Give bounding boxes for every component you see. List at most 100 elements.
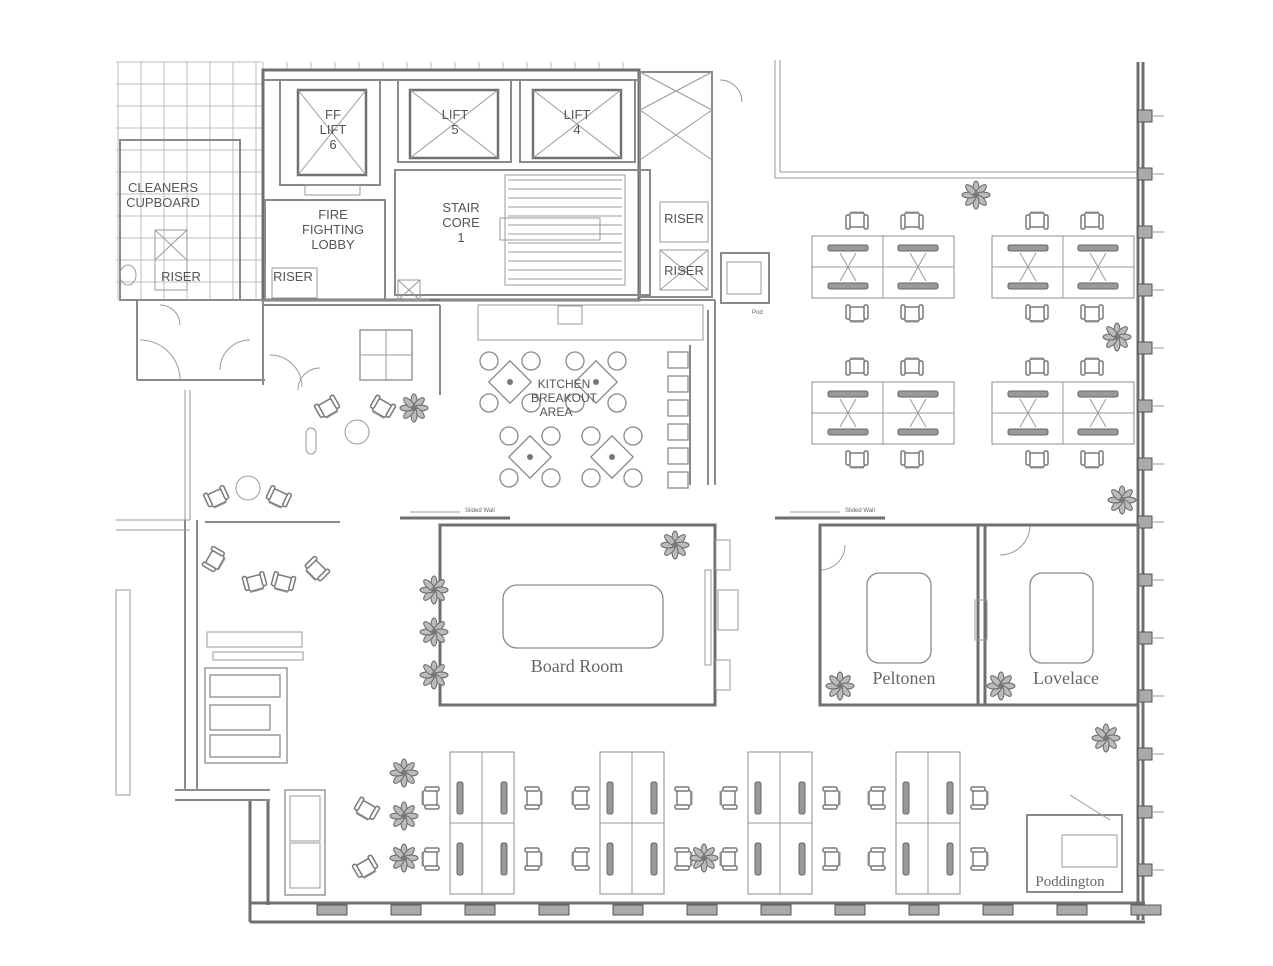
- column-icon: [1137, 515, 1164, 529]
- office-chair-icon: [1025, 357, 1049, 376]
- outer-walls: [115, 60, 1145, 924]
- plant-icon: [825, 671, 855, 701]
- column-icon: [686, 904, 718, 916]
- office-chair-icon: [421, 786, 440, 810]
- office-chair-icon: [1080, 450, 1104, 469]
- office-chair-icon: [351, 854, 379, 879]
- column-icon: [1137, 863, 1164, 877]
- desk-bank: [571, 751, 693, 895]
- plant-icon: [660, 530, 690, 560]
- office-chair-icon: [270, 571, 297, 594]
- kitchen-breakout: [359, 304, 704, 489]
- office-chair-icon: [970, 786, 989, 810]
- column-icon: [1137, 109, 1164, 123]
- office-chair-icon: [524, 847, 543, 871]
- lovelace-label: Lovelace: [1033, 668, 1099, 688]
- office-chair-icon: [845, 450, 869, 469]
- desk-cluster: [811, 211, 955, 323]
- plant-icon: [419, 660, 449, 690]
- plant-icon: [389, 843, 419, 873]
- cafe-table: [479, 351, 541, 413]
- office-chair-icon: [313, 394, 341, 419]
- office-chair-icon: [1025, 211, 1049, 230]
- cafe-table: [581, 426, 643, 488]
- office-chair-icon: [900, 211, 924, 230]
- column-icon: [982, 904, 1014, 916]
- column-icon: [1137, 225, 1164, 239]
- column-icon: [908, 904, 940, 916]
- cafe-table: [565, 351, 627, 413]
- office-chair-icon: [1025, 450, 1049, 469]
- desk-cluster: [811, 357, 955, 469]
- office-chair-icon: [845, 211, 869, 230]
- column-icon: [1056, 904, 1088, 916]
- plant-icon: [389, 758, 419, 788]
- office-chair-icon: [241, 571, 268, 594]
- riser-label-lobby: RISER: [273, 269, 313, 284]
- office-chair-icon: [369, 394, 397, 419]
- column-icon: [464, 904, 496, 916]
- office-chair-icon: [900, 357, 924, 376]
- plant-icon: [1091, 723, 1121, 753]
- plant-icon: [389, 801, 419, 831]
- office-chair-icon: [719, 786, 738, 810]
- plant-icon: [1102, 322, 1132, 352]
- lounge: [204, 419, 370, 896]
- riser-label-lower: RISER: [664, 263, 704, 278]
- doors: [139, 79, 1031, 571]
- office-chair-icon: [822, 786, 841, 810]
- office-chair-icon: [265, 484, 293, 509]
- column-icon: [1137, 399, 1164, 413]
- column-icon: [1137, 573, 1164, 587]
- svg-text:Slided Wall: Slided Wall: [465, 508, 495, 514]
- column-icon: [1137, 167, 1164, 181]
- peltonen-label: Peltonen: [873, 668, 936, 688]
- column-icon: [834, 904, 866, 916]
- office-chair-icon: [822, 847, 841, 871]
- slided-walls: Slided Wall Slided Wall: [400, 508, 885, 520]
- office-chair-icon: [304, 555, 331, 582]
- ff-lift-6: [296, 88, 368, 177]
- office-chair-icon: [202, 484, 230, 509]
- column-icon: [760, 904, 792, 916]
- riser-label-cleaners: RISER: [161, 269, 201, 284]
- office-chair-icon: [674, 847, 693, 871]
- plant-icon: [399, 393, 429, 423]
- plant-icon: [419, 575, 449, 605]
- office-chair-icon: [900, 450, 924, 469]
- column-icon: [1137, 689, 1164, 703]
- pod: [720, 252, 770, 304]
- desk-cluster: [991, 211, 1135, 323]
- office-chair-icon: [571, 847, 590, 871]
- office-chair-icon: [1080, 211, 1104, 230]
- cafe-table: [499, 426, 561, 488]
- lift-4: [531, 88, 623, 160]
- column-icon: [316, 904, 348, 916]
- office-chair-icon: [845, 357, 869, 376]
- office-chair-icon: [845, 304, 869, 323]
- office-chair-icon: [421, 847, 440, 871]
- svg-text:Slided Wall: Slided Wall: [845, 508, 875, 514]
- board-room-label: Board Room: [531, 656, 624, 676]
- plant-icon: [986, 671, 1016, 701]
- board-room: Board Room: [438, 523, 739, 707]
- office-chair-icon: [1025, 304, 1049, 323]
- plant-icon: [1107, 485, 1137, 515]
- column-icon: [1137, 457, 1164, 471]
- lift-core: [261, 68, 713, 302]
- column-icon: [538, 904, 570, 916]
- riser-label-upper: RISER: [664, 211, 704, 226]
- desk-cluster: [991, 357, 1135, 469]
- office-chair-icon: [1080, 357, 1104, 376]
- office-chair-icon: [353, 796, 381, 821]
- office-chair-icon: [674, 786, 693, 810]
- poddington-label: Poddington: [1035, 874, 1105, 890]
